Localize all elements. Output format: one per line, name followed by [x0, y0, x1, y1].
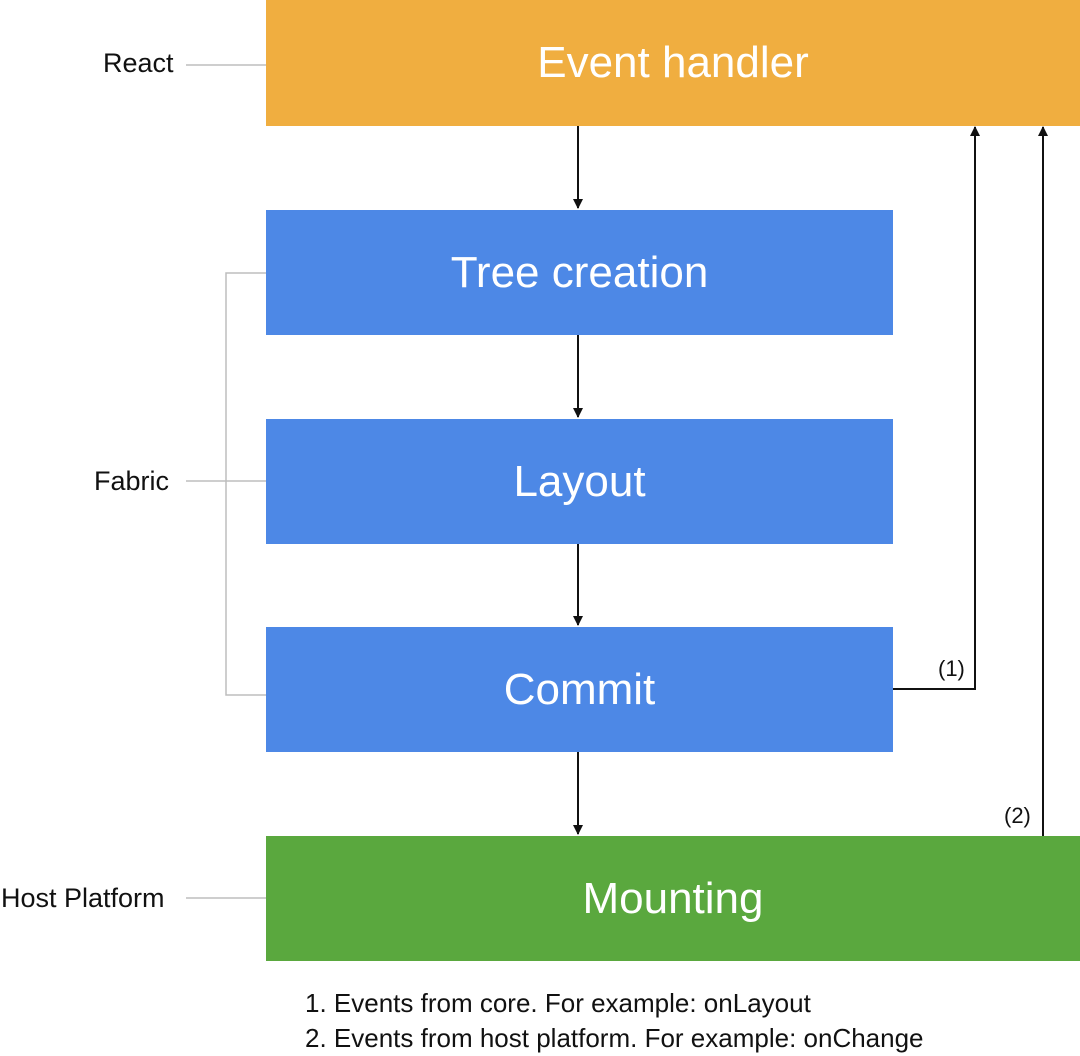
fabric-bracket [225, 272, 266, 696]
arrow-commit-to-event [893, 126, 980, 690]
event-handler-label: Event handler [537, 38, 809, 87]
mounting-box: Mounting [266, 836, 1080, 961]
event-handler-box: Event handler [266, 0, 1080, 126]
tree-creation-box: Tree creation [266, 210, 893, 335]
footnotes: 1. Events from core. For example: onLayo… [305, 986, 924, 1056]
mounting-label: Mounting [582, 873, 764, 923]
react-layer-label: React [103, 48, 174, 78]
layout-label: Layout [513, 456, 646, 506]
fabric-layer-label: Fabric [94, 466, 170, 496]
ref-label-2: (2) [1004, 803, 1031, 828]
host-platform-layer-label: Host Platform [1, 883, 165, 913]
layout-box: Layout [266, 419, 893, 544]
footnote-2: 2. Events from host platform. For exampl… [305, 1023, 924, 1053]
commit-box: Commit [266, 627, 893, 752]
tree-creation-label: Tree creation [450, 247, 709, 297]
footnote-1: 1. Events from core. For example: onLayo… [305, 988, 811, 1018]
commit-label: Commit [503, 664, 656, 714]
ref-label-1: (1) [938, 656, 965, 681]
